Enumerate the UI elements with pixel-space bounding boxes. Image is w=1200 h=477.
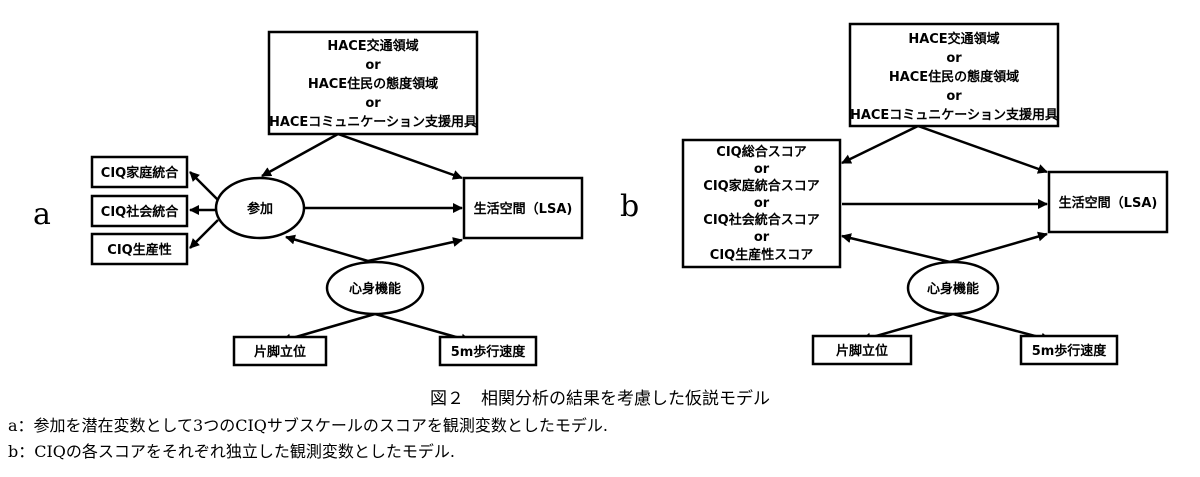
ciq-score-line-2: or — [754, 162, 770, 177]
panel-label-b: b — [620, 189, 639, 224]
ciq-score-line-6: or — [754, 230, 770, 245]
hace-box-a-line-3: HACE住民の態度領域 — [308, 76, 438, 92]
edge-b-function-ciq — [841, 233, 951, 264]
hace-box-b-line-1: HACE交通領域 — [908, 31, 999, 47]
edge-a-hace-participation — [261, 132, 339, 178]
edge-b-hace-lifespace — [917, 124, 1048, 174]
figure-caption-title: 図２ 相関分析の結果を考慮した仮説モデル — [430, 389, 770, 409]
walking-speed-label-b: 5m歩行速度 — [1032, 343, 1108, 359]
hace-box-b-line-3: HACE住民の態度領域 — [889, 69, 1019, 85]
edge-b-function-lifespace — [949, 231, 1048, 264]
hace-box-b-line-5: HACEコミュニケーション支援用具 — [850, 107, 1058, 123]
walking-speed-box-b — [1019, 334, 1119, 366]
edge-b-hace-ciq — [841, 124, 919, 165]
ciq-score-line-5: CIQ社会統合スコア — [703, 212, 819, 228]
hypothesis-model-diagram: a b HACE交通領域 or HACE住民の態度領域 or HACEコミュニケ… — [33, 22, 1169, 367]
hace-box-b — [848, 22, 1060, 128]
ciq-social-box — [90, 194, 189, 228]
physical-function-ellipse-a — [325, 260, 425, 316]
model-a: HACE交通領域 or HACE住民の態度領域 or HACEコミュニケーション… — [90, 30, 584, 367]
ciq-score-line-1: CIQ総合スコア — [716, 144, 806, 160]
hace-box-a — [267, 30, 479, 136]
ciq-score-line-4: or — [754, 196, 770, 211]
walking-speed-label-a: 5m歩行速度 — [451, 344, 527, 360]
one-leg-stance-label-a: 片脚立位 — [254, 344, 306, 360]
edge-a-function-participation — [285, 234, 369, 263]
life-space-label-b: 生活空間（LSA) — [1059, 195, 1158, 211]
hace-box-a-line-1: HACE交通領域 — [327, 38, 418, 54]
one-leg-stance-box-b — [811, 334, 913, 366]
physical-function-label-b: 心身機能 — [927, 281, 979, 297]
walking-speed-box-a — [438, 335, 538, 367]
model-b: HACE交通領域 or HACE住民の態度領域 or HACEコミュニケーション… — [681, 22, 1169, 366]
physical-function-ellipse-b — [906, 260, 1000, 316]
life-space-box-b — [1047, 170, 1169, 234]
panel-label-a: a — [33, 197, 51, 232]
life-space-label-a: 生活空間（LSA) — [474, 201, 573, 217]
life-space-box-a — [462, 176, 584, 240]
ciq-social-label: CIQ社会統合 — [101, 204, 179, 220]
one-leg-stance-label-b: 片脚立位 — [836, 343, 888, 359]
hace-box-a-line-5: HACEコミュニケーション支援用具 — [269, 114, 477, 130]
edge-a-function-lifespace — [367, 237, 463, 263]
physical-function-label-a: 心身機能 — [349, 281, 401, 297]
hace-box-b-line-4: or — [946, 89, 962, 104]
figure-caption-line-a: a：参加を潜在変数として3つのCIQサブスケールのスコアを観測変数としたモデル. — [8, 416, 609, 435]
ciq-score-box — [681, 138, 842, 269]
ciq-score-line-3: CIQ家庭統合スコア — [703, 178, 819, 194]
participation-label: 参加 — [247, 201, 273, 217]
one-leg-stance-box-a — [232, 335, 328, 367]
edge-a-participation-ciq-productivity — [189, 219, 219, 249]
figure-caption-line-b: b：CIQの各スコアをそれぞれ独立した観測変数としたモデル. — [8, 442, 456, 461]
hace-box-b-line-2: or — [946, 51, 962, 66]
participation-ellipse — [214, 176, 306, 240]
ciq-family-label: CIQ家庭統合 — [101, 165, 179, 181]
ciq-score-line-7: CIQ生産性スコア — [710, 247, 813, 263]
ciq-family-box — [90, 155, 189, 189]
ciq-productivity-label: CIQ生産性 — [107, 242, 171, 258]
ciq-productivity-box — [90, 232, 189, 266]
hace-box-a-line-4: or — [365, 96, 381, 111]
edge-a-hace-lifespace — [337, 132, 463, 180]
edge-a-participation-ciq-family — [189, 171, 219, 201]
hace-box-a-line-2: or — [365, 58, 381, 73]
